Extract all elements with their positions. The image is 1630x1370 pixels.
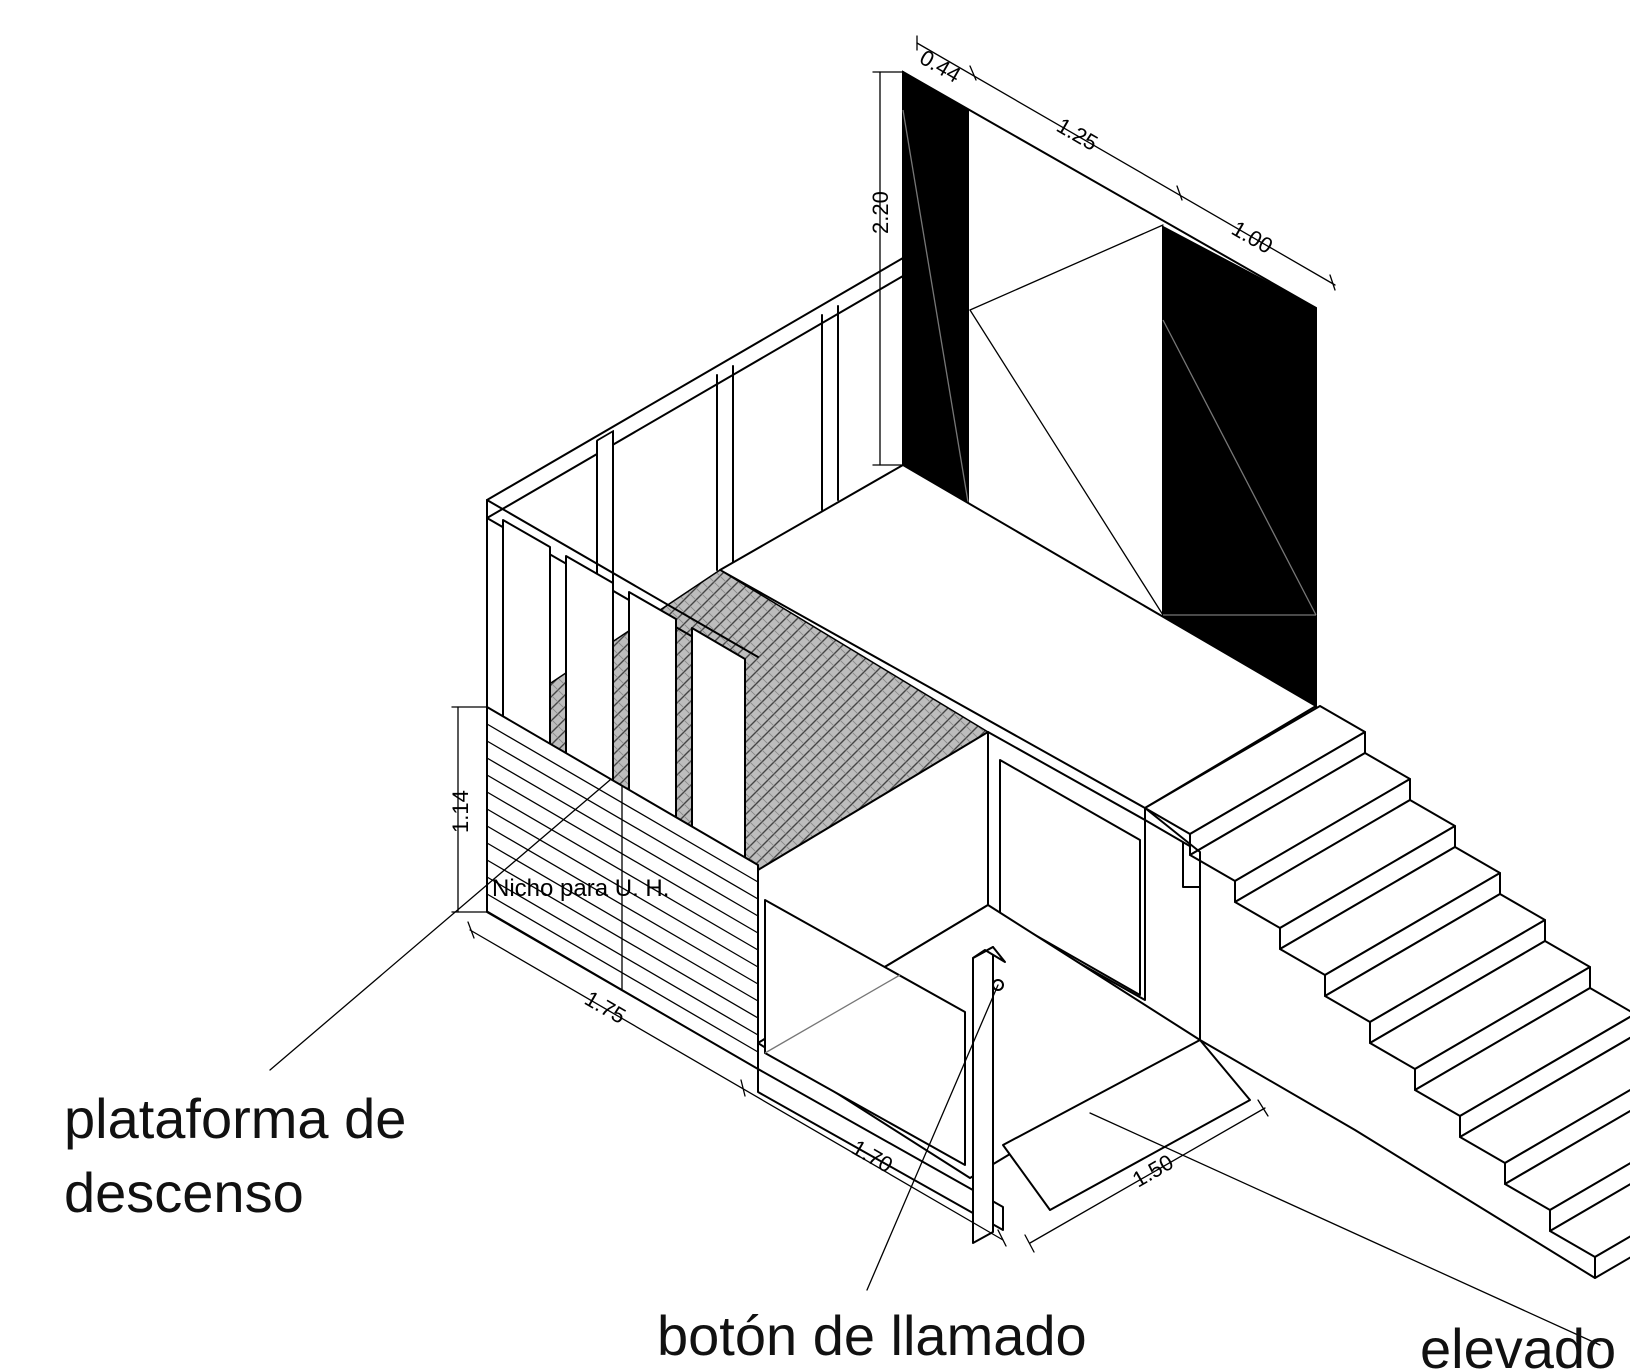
stair-side — [1144, 807, 1596, 1279]
dim-2-20: 2.20 — [868, 191, 893, 234]
left-railing — [486, 257, 904, 711]
front-railing — [486, 499, 759, 861]
label-boton: botón de llamado — [657, 1304, 1087, 1367]
stair-riser — [1549, 1162, 1630, 1232]
dim-1-14: 1.14 — [448, 790, 473, 833]
dim-1-75: 1.75 — [581, 986, 631, 1029]
label-elevador: elevado — [1420, 1317, 1616, 1370]
stair-tread — [1414, 987, 1630, 1117]
left-dark-panel — [902, 70, 969, 504]
call-button-post — [972, 946, 994, 1244]
staircase — [1144, 705, 1630, 1279]
stair-riser — [1459, 1015, 1630, 1138]
stair-tread — [1459, 1036, 1630, 1164]
stair-tread — [1549, 1183, 1630, 1258]
label-nicho: Nicho para U. H. — [492, 875, 669, 902]
label-plataforma-line1: plataforma de — [64, 1087, 406, 1150]
stair-riser — [1504, 1088, 1630, 1185]
stair-tread — [1504, 1109, 1630, 1211]
dimension-lines — [451, 35, 1336, 1253]
label-plataforma-line2: descenso — [64, 1161, 304, 1224]
stair-riser — [1594, 1235, 1630, 1279]
elevator-area — [757, 899, 1251, 1244]
back-wall — [902, 70, 1317, 708]
leader-lines — [269, 779, 1601, 1346]
dim-0-44: 0.44 — [916, 45, 966, 88]
dim-1-00: 1.00 — [1228, 216, 1278, 259]
dim-1-25: 1.25 — [1053, 113, 1103, 156]
